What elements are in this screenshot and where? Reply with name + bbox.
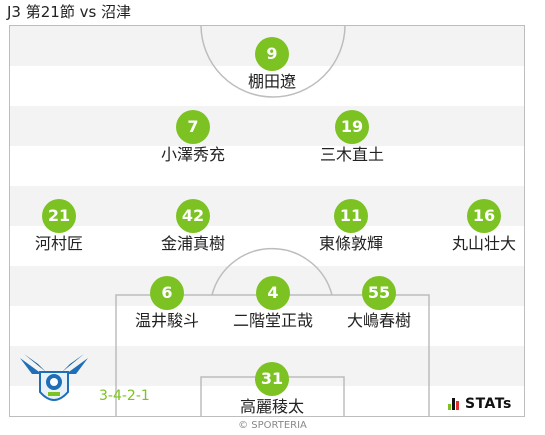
player-name: 金浦真樹 (160, 234, 225, 253)
player-marker[interactable]: 55 大嶋春樹 (319, 276, 439, 336)
club-emblem-icon (20, 354, 88, 401)
player-name: 小澤秀充 (160, 145, 225, 164)
match-title: J3 第21節 vs 沼津 (7, 3, 132, 21)
player-name: 河村匠 (34, 234, 83, 253)
pitch-stripe (10, 106, 524, 146)
player-number-badge: 11 (334, 199, 368, 233)
stats-logo: STATs (448, 395, 512, 413)
player-name: 棚田遼 (247, 72, 296, 91)
player-number-badge: 16 (467, 199, 501, 233)
player-marker[interactable]: 4 二階堂正哉 (213, 276, 333, 336)
player-number-badge: 19 (335, 110, 369, 144)
player-marker[interactable]: 6 温井駿斗 (107, 276, 227, 336)
player-marker[interactable]: 42 金浦真樹 (133, 199, 253, 259)
player-name: 東條敦輝 (318, 234, 383, 253)
player-name: 高麗稜太 (239, 397, 304, 416)
player-number-badge: 9 (255, 37, 289, 71)
player-number-badge: 55 (362, 276, 396, 310)
player-name: 大嶋春樹 (346, 311, 411, 330)
pitch-stripe (10, 186, 524, 226)
player-name: 三木直土 (319, 145, 384, 164)
player-marker[interactable]: 16 丸山壮大 (424, 199, 524, 259)
player-number-badge: 7 (176, 110, 210, 144)
formation-label: 3-4-2-1 (99, 388, 150, 404)
player-number-badge: 6 (150, 276, 184, 310)
stats-brand-text: STATs (465, 396, 512, 412)
player-marker[interactable]: 9 棚田遼 (212, 37, 332, 97)
player-number-badge: 4 (256, 276, 290, 310)
player-number-badge: 31 (255, 362, 289, 396)
player-number-badge: 42 (176, 199, 210, 233)
player-name: 丸山壮大 (451, 234, 516, 253)
player-name: 二階堂正哉 (232, 311, 313, 330)
player-marker[interactable]: 31 高麗稜太 (212, 362, 332, 416)
player-marker[interactable]: 7 小澤秀充 (133, 110, 253, 170)
player-marker[interactable]: 21 河村匠 (10, 199, 119, 259)
bar-chart-icon (448, 398, 460, 410)
copyright-text: © SPORTERIA (238, 420, 307, 431)
player-name: 温井駿斗 (134, 311, 199, 330)
player-marker[interactable]: 19 三木直土 (292, 110, 412, 170)
player-number-badge: 21 (42, 199, 76, 233)
player-marker[interactable]: 11 東條敦輝 (291, 199, 411, 259)
penalty-arc (211, 247, 333, 296)
pitch: 9 棚田遼 7 小澤秀充 19 三木直土 21 河村匠 42 金浦真樹 11 東… (9, 25, 525, 417)
center-circle-arc (200, 26, 346, 98)
